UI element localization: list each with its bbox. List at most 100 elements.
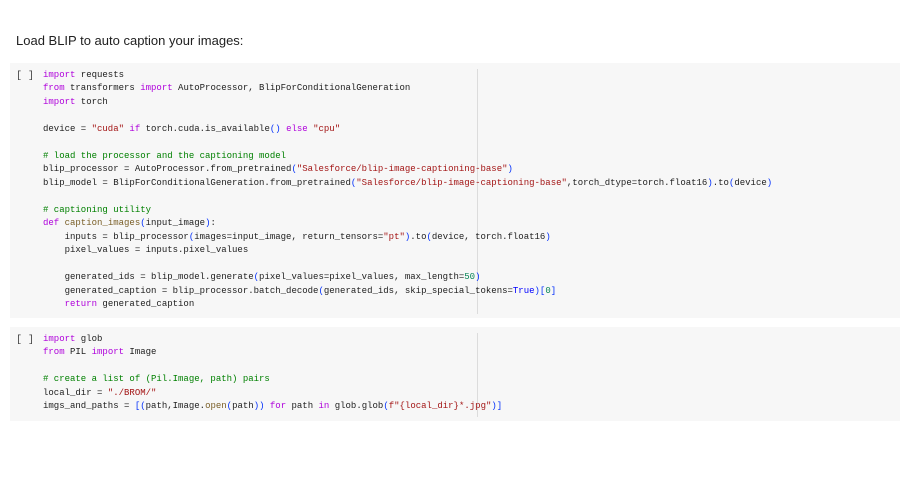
code-token: "cuda" bbox=[91, 123, 125, 134]
code-token: "cpu" bbox=[313, 123, 341, 134]
code-line bbox=[43, 136, 772, 149]
code-token: input_image bbox=[145, 218, 206, 229]
code-token bbox=[43, 299, 65, 309]
code-token: torch bbox=[75, 96, 108, 107]
code-token: ( bbox=[318, 285, 324, 296]
run-cell-button[interactable]: [ ] bbox=[16, 335, 35, 346]
code-token: PIL bbox=[64, 347, 92, 358]
code-token: .to bbox=[410, 231, 427, 242]
code-token: ( bbox=[426, 231, 432, 242]
code-token: () bbox=[269, 123, 281, 134]
code-token: )) bbox=[253, 401, 265, 412]
code-token: ) bbox=[545, 231, 551, 242]
code-token: glob.glob bbox=[329, 401, 384, 412]
code-token: caption_images bbox=[64, 218, 141, 229]
code-token: ( bbox=[188, 231, 195, 242]
code-line: blip_processor = AutoProcessor.from_pret… bbox=[43, 163, 772, 176]
code-token: blip_model = BlipForConditionalGeneratio… bbox=[43, 177, 351, 188]
code-token: True bbox=[512, 285, 535, 296]
code-token: generated_caption = blip_processor.batch… bbox=[43, 285, 319, 296]
code-token: local_dir = bbox=[43, 387, 108, 398]
code-token: "pt" bbox=[383, 231, 405, 242]
code-line: generated_caption = blip_processor.batch… bbox=[43, 285, 772, 298]
code-token: transformers bbox=[64, 83, 141, 94]
code-token: ( bbox=[226, 401, 233, 412]
code-line: from PIL import Image bbox=[43, 346, 502, 359]
code-token: import bbox=[91, 347, 125, 358]
run-cell-button[interactable]: [ ] bbox=[16, 71, 35, 82]
code-token: generated_ids = blip_model.generate bbox=[43, 272, 254, 283]
code-line: import requests bbox=[43, 69, 772, 82]
code-token: [ bbox=[539, 285, 546, 296]
code-line: generated_ids = blip_model.generate(pixe… bbox=[43, 271, 772, 284]
code-token: inputs = blip_processor bbox=[43, 231, 189, 242]
code-token: path bbox=[232, 401, 254, 412]
code-token: ( bbox=[350, 177, 357, 188]
line-length-ruler bbox=[477, 69, 478, 314]
code-token: ( bbox=[253, 272, 260, 283]
code-line bbox=[43, 109, 772, 122]
code-token: else bbox=[286, 123, 308, 134]
code-line bbox=[43, 360, 502, 373]
code-token: # captioning utility bbox=[43, 204, 152, 215]
code-token: pixel_values = inputs.pixel_values bbox=[43, 245, 249, 256]
code-line: local_dir = "./BROM/" bbox=[43, 387, 502, 400]
code-token: device, torch.float16 bbox=[431, 231, 546, 242]
code-token: import bbox=[43, 334, 76, 344]
code-token: pixel_values=pixel_values, max_length= bbox=[259, 272, 465, 283]
code-token: ) bbox=[766, 177, 773, 188]
code-line: return generated_caption bbox=[43, 298, 772, 311]
code-token: ) bbox=[707, 177, 713, 188]
code-token: path bbox=[286, 401, 319, 412]
code-token: in bbox=[318, 401, 330, 412]
code-line: def caption_images(input_image): bbox=[43, 217, 772, 230]
code-token: ( bbox=[291, 164, 297, 175]
code-token: images=input_image, return_tensors= bbox=[194, 231, 384, 242]
code-token: ( bbox=[383, 401, 389, 412]
code-token: return bbox=[64, 298, 98, 309]
code-token: ) bbox=[507, 164, 513, 175]
code-line bbox=[43, 190, 772, 203]
code-line: inputs = blip_processor(images=input_ima… bbox=[43, 231, 772, 244]
code-line: blip_model = BlipForConditionalGeneratio… bbox=[43, 177, 772, 190]
code-line: device = "cuda" if torch.cuda.is_availab… bbox=[43, 123, 772, 136]
line-length-ruler bbox=[477, 333, 478, 417]
code-token: f"{local_dir}*.jpg" bbox=[388, 401, 492, 412]
code-token: def bbox=[43, 218, 60, 229]
code-token: ( bbox=[140, 218, 146, 229]
code-token: import bbox=[43, 70, 76, 80]
code-token: if bbox=[129, 123, 141, 134]
code-token: # create a list of (Pil.Image, path) pai… bbox=[43, 374, 270, 385]
code-token: AutoProcessor, BlipForConditionalGenerat… bbox=[172, 83, 411, 94]
code-line bbox=[43, 258, 772, 271]
code-token: "Salesforce/blip-image-captioning-base" bbox=[296, 164, 508, 175]
code-line: pixel_values = inputs.pixel_values bbox=[43, 244, 772, 257]
code-token: ) bbox=[404, 231, 411, 242]
code-token: from bbox=[43, 347, 65, 358]
code-token: ) bbox=[205, 218, 211, 229]
code-token: ( bbox=[728, 177, 735, 188]
code-token: ] bbox=[550, 285, 557, 296]
code-token: requests bbox=[75, 70, 125, 80]
code-line: import glob bbox=[43, 333, 502, 346]
code-token: glob bbox=[75, 334, 103, 344]
code-line: # captioning utility bbox=[43, 204, 772, 217]
markdown-text: Load BLIP to auto caption your images: bbox=[16, 33, 244, 48]
code-line: imgs_and_paths = [(path,Image.open(path)… bbox=[43, 400, 502, 413]
code-line: from transformers import AutoProcessor, … bbox=[43, 82, 772, 95]
code-token: torch.cuda.is_available bbox=[140, 123, 270, 134]
code-token: "./BROM/" bbox=[107, 387, 157, 398]
code-token: from bbox=[43, 83, 65, 94]
code-token: ) bbox=[475, 272, 481, 283]
code-token: blip_processor = AutoProcessor.from_pret… bbox=[43, 164, 292, 175]
code-token: for bbox=[269, 401, 287, 412]
code-line: # load the processor and the captioning … bbox=[43, 150, 772, 163]
code-token: [( bbox=[134, 401, 146, 412]
code-token: import bbox=[43, 96, 76, 107]
code-token: # load the processor and the captioning … bbox=[43, 150, 287, 161]
code-line: # create a list of (Pil.Image, path) pai… bbox=[43, 373, 502, 386]
